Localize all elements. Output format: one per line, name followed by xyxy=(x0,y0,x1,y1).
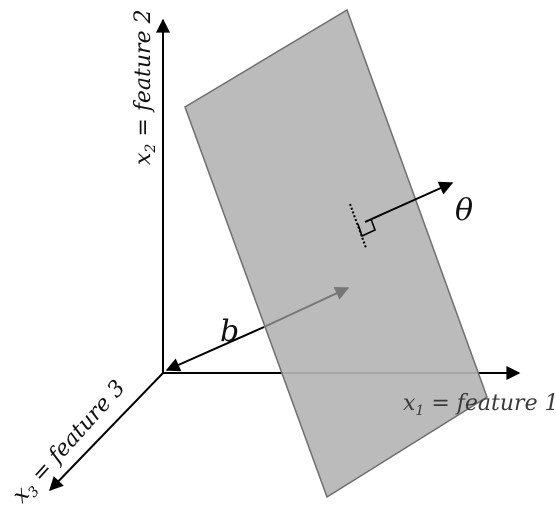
normal-vector-theta xyxy=(364,181,454,223)
x2-axis-label: x2 = feature 2 xyxy=(131,9,159,165)
hyperplane xyxy=(184,8,488,499)
x1-axis-label: x1 = feature 1 xyxy=(403,391,556,419)
right-angle-marker xyxy=(357,218,377,238)
offset-arrow-inside xyxy=(263,286,350,328)
b-label: b xyxy=(220,314,239,349)
offset-arrow-b xyxy=(165,326,265,372)
x3-axis xyxy=(49,372,164,492)
theta-label: θ xyxy=(455,193,473,228)
x3-axis-label: x3 = feature 3 xyxy=(8,376,133,510)
